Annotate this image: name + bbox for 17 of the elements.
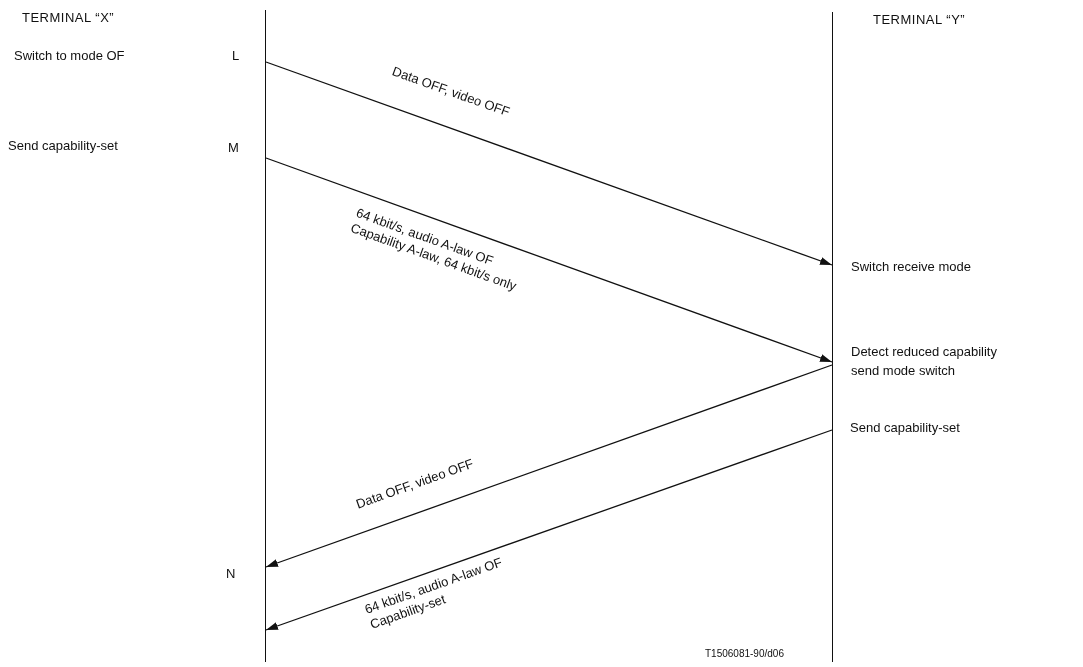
action-text: Send capability-set [8,138,118,153]
action-text: Switch receive mode [851,259,971,274]
message-arrow [265,429,833,631]
figure-code: T1506081-90/d06 [705,648,784,659]
step-letter: N [226,566,236,581]
message-label: Data OFF, video OFF [390,63,513,122]
action-text: Detect reduced capability send mode switch [851,343,998,380]
action-text: Send capability-set [850,420,960,435]
action-text: Switch to mode OF [14,48,125,63]
message-arrow [265,61,833,266]
step-letter: M [228,140,239,155]
terminal-heading: TERMINAL “X” [22,10,115,25]
message-arrow [265,157,833,363]
step-letter: L [232,48,240,63]
message-arrow [265,364,833,568]
message-label: Data OFF, video OFF [353,454,477,513]
terminal-heading: TERMINAL “Y” [873,12,966,27]
